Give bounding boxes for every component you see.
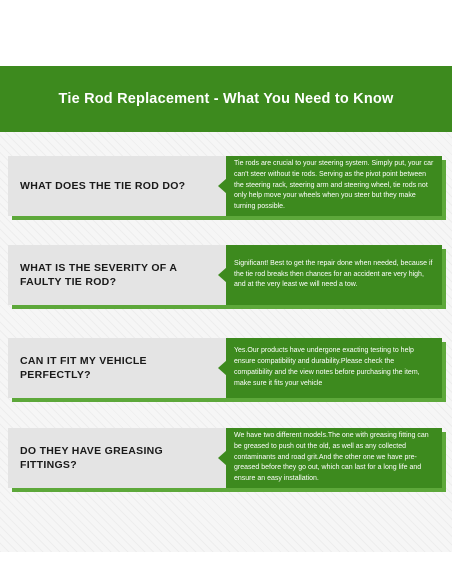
faq-item: WHAT DOES THE TIE ROD DO? Tie rods are c… <box>8 156 446 220</box>
faq-question: DO THEY HAVE GREASING FITTINGS? <box>20 445 164 471</box>
pointer-arrow-icon <box>218 450 227 466</box>
faq-question-box: WHAT DOES THE TIE ROD DO? <box>8 156 226 216</box>
faq-item: CAN IT FIT MY VEHICLE PERFECTLY? Yes.Our… <box>8 338 446 402</box>
faq-question: CAN IT FIT MY VEHICLE PERFECTLY? <box>20 355 147 381</box>
pointer-arrow-icon <box>218 178 227 194</box>
pointer-arrow-icon <box>218 267 227 283</box>
faq-question-box: WHAT IS THE SEVERITY OF A FAULTY TIE ROD… <box>8 245 226 305</box>
faq-question: WHAT IS THE SEVERITY OF A FAULTY TIE ROD… <box>20 262 177 288</box>
faq-answer: Tie rods are crucial to your steering sy… <box>234 160 434 211</box>
faq-answer-box: Significant! Best to get the repair done… <box>226 245 442 305</box>
faq-answer-box: We have two different models.The one wit… <box>226 428 442 488</box>
faq-answer: Significant! Best to get the repair done… <box>234 259 433 289</box>
faq-answer: Yes.Our products have undergone exacting… <box>234 347 420 387</box>
faq-answer: We have two different models.The one wit… <box>234 432 429 483</box>
faq-answer-box: Yes.Our products have undergone exacting… <box>226 338 442 398</box>
title-banner: Tie Rod Replacement - What You Need to K… <box>0 66 452 132</box>
faq-item: WHAT IS THE SEVERITY OF A FAULTY TIE ROD… <box>8 245 446 309</box>
faq-question-box: CAN IT FIT MY VEHICLE PERFECTLY? <box>8 338 226 398</box>
faq-answer-box: Tie rods are crucial to your steering sy… <box>226 156 442 216</box>
faq-question: WHAT DOES THE TIE ROD DO? <box>20 180 186 192</box>
faq-question-box: DO THEY HAVE GREASING FITTINGS? <box>8 428 226 488</box>
faq-item: DO THEY HAVE GREASING FITTINGS? We have … <box>8 428 446 492</box>
pointer-arrow-icon <box>218 360 227 376</box>
page-title: Tie Rod Replacement - What You Need to K… <box>58 91 394 107</box>
